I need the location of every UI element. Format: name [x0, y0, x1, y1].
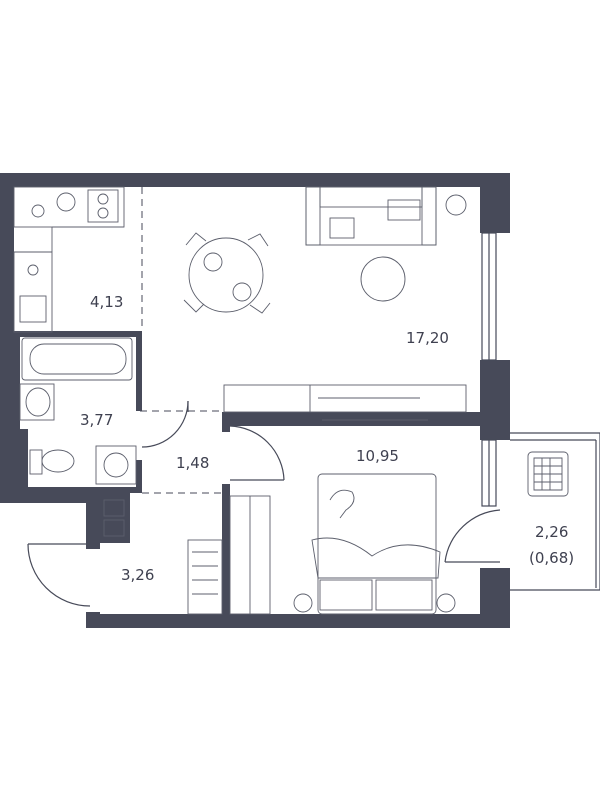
- area-label-balcony: 2,26: [535, 523, 568, 541]
- dining-table: [183, 232, 271, 314]
- bathroom-fixtures: [19, 337, 222, 485]
- kitchen-fixtures: [13, 186, 143, 333]
- balcony: [444, 432, 600, 591]
- tv-console: [223, 384, 467, 421]
- hall-fixtures: [27, 425, 285, 615]
- area-label-corridor: 1,48: [176, 454, 209, 472]
- windows: [481, 232, 497, 507]
- area-label-living: 17,20: [406, 329, 449, 347]
- area-label-bathroom: 3,77: [80, 411, 113, 429]
- area-label-kitchen: 4,13: [90, 293, 123, 311]
- area-label-hall: 3,26: [121, 566, 154, 584]
- walls: [0, 173, 510, 628]
- sofa: [305, 186, 467, 302]
- bed: [293, 473, 456, 615]
- area-label-bedroom: 10,95: [356, 447, 399, 465]
- area-label-balcony-reduced: (0,68): [529, 549, 574, 567]
